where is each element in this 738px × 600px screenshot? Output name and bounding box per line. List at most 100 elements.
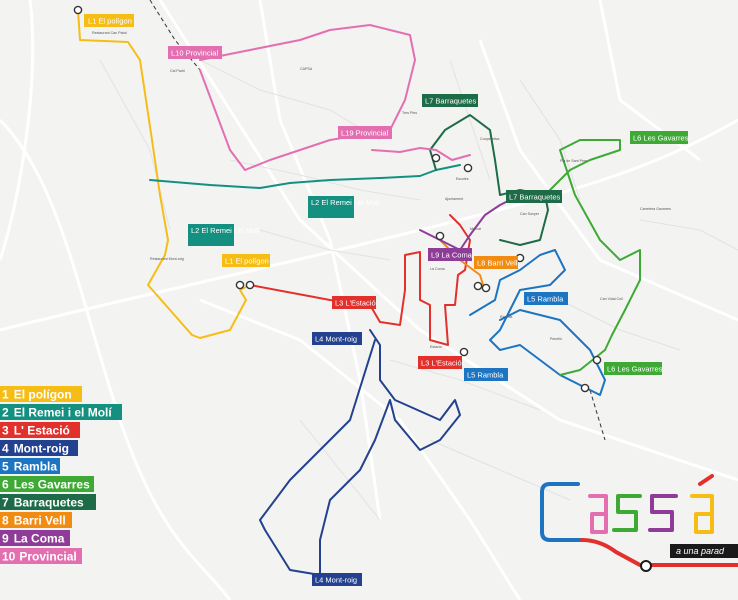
- route-line-L9: [419, 199, 511, 251]
- route-tags: L1 El polígon L1 El polígon L2 El Remei …: [84, 14, 689, 586]
- tag-L6-bottom: L6 Les Gavarres: [604, 362, 663, 375]
- tag-L7-mid: L7 Barraquetes: [506, 190, 562, 203]
- svg-text:Cooperativa: Cooperativa: [480, 137, 499, 141]
- stop-marker: [592, 355, 602, 365]
- svg-text:Pla de Sant Pere: Pla de Sant Pere: [560, 159, 587, 163]
- svg-text:Estació: Estació: [430, 345, 442, 349]
- route-line-L6: [539, 139, 641, 376]
- svg-text:Mercat: Mercat: [470, 227, 481, 231]
- svg-text:Pavelló: Pavelló: [550, 337, 562, 341]
- svg-text:L6 Les Gavarres: L6 Les Gavarres: [607, 365, 663, 374]
- tag-L3-bottom: L3 L'Estació: [418, 356, 462, 369]
- route-line-L5: [469, 249, 606, 396]
- stop-marker: [245, 280, 255, 290]
- svg-text:L6 Les Gavarres: L6 Les Gavarres: [633, 134, 689, 143]
- cassa-logo: a una parad: [540, 474, 738, 572]
- route-lines: [77, 9, 641, 576]
- stop-marker: [580, 383, 590, 393]
- svg-text:3L' Estació: 3L' Estació: [2, 424, 70, 438]
- svg-text:Escoles: Escoles: [456, 177, 469, 181]
- svg-text:9La Coma: 9La Coma: [2, 532, 65, 546]
- railway: [149, 0, 606, 441]
- svg-text:Cal Padrí: Cal Padrí: [170, 69, 185, 73]
- tag-L10-mid: L19 Provincial: [338, 126, 392, 139]
- svg-text:CAPSA: CAPSA: [300, 67, 313, 71]
- logo-accent: [698, 474, 714, 486]
- tag-L6-top: L6 Les Gavarres: [630, 131, 689, 144]
- svg-text:L5 Rambla: L5 Rambla: [467, 371, 504, 380]
- route-line-L4: [259, 329, 461, 576]
- stop-marker: [235, 280, 245, 290]
- tag-L1-mid: L1 El polígon: [222, 254, 270, 267]
- logo-letter-a2: [690, 494, 714, 534]
- route-line-L1: [77, 9, 251, 339]
- minor-streets: [99, 59, 738, 521]
- route-line-L2: [149, 164, 461, 189]
- svg-text:Tres Pins: Tres Pins: [402, 111, 417, 115]
- tag-L1-top: L1 El polígon: [84, 14, 134, 27]
- logo-underline: [580, 538, 738, 567]
- svg-text:L2 El Remei i el Molí: L2 El Remei i el Molí: [191, 226, 261, 235]
- svg-text:L1 El polígon: L1 El polígon: [225, 257, 269, 266]
- stops: [73, 5, 602, 393]
- stop-marker: [73, 5, 83, 15]
- svg-text:a una parad: a una parad: [676, 546, 725, 556]
- tag-L2-top: L2 El Remei i el Molí: [308, 196, 381, 218]
- logo-letter-s2: [648, 494, 678, 532]
- tag-L5-top: L5 Rambla: [524, 292, 568, 305]
- svg-text:Carretera Gavarres: Carretera Gavarres: [640, 207, 671, 211]
- route-line-L10: [199, 24, 416, 171]
- svg-text:Can Sunyer: Can Sunyer: [520, 212, 540, 216]
- svg-text:Restaurant Can Pistol: Restaurant Can Pistol: [92, 31, 127, 35]
- logo-letter-c: [540, 482, 584, 542]
- tag-L4-bottom: L4 Mont-roig: [312, 573, 362, 586]
- svg-text:L8 Barri Vell: L8 Barri Vell: [477, 259, 518, 268]
- street-labels: Restaurant Can Pistol Cal Padrí Restaura…: [92, 31, 671, 349]
- svg-text:L9 La Coma: L9 La Coma: [431, 251, 473, 260]
- stop-marker: [459, 347, 469, 357]
- svg-text:L7 Barraquetes: L7 Barraquetes: [425, 97, 477, 106]
- route-line-center: [371, 147, 471, 161]
- logo-stop-marker: [640, 560, 652, 572]
- tag-L5-bottom: L5 Rambla: [464, 368, 508, 381]
- svg-text:L4 Mont-roig: L4 Mont-roig: [315, 576, 357, 585]
- route-line-L3: [249, 214, 471, 346]
- svg-text:L5 Rambla: L5 Rambla: [527, 295, 564, 304]
- stop-marker: [473, 281, 483, 291]
- svg-text:Ajuntament: Ajuntament: [445, 197, 463, 201]
- tag-L7-top: L7 Barraquetes: [422, 94, 478, 107]
- tag-L4-top: L4 Mont-roig: [312, 332, 362, 345]
- svg-text:Restaurant Mont-roig: Restaurant Mont-roig: [150, 257, 184, 261]
- svg-text:L3 L'Estació: L3 L'Estació: [335, 299, 376, 308]
- stop-marker: [481, 283, 491, 293]
- svg-text:L10 Provincial: L10 Provincial: [171, 49, 218, 58]
- svg-text:L1 El polígon: L1 El polígon: [88, 17, 132, 26]
- tag-L8: L8 Barri Vell: [474, 256, 518, 269]
- svg-text:La Coma: La Coma: [430, 267, 445, 271]
- svg-text:L19 Provincial: L19 Provincial: [341, 129, 388, 138]
- logo-letter-a1: [588, 494, 608, 534]
- tag-L3-top: L3 L'Estació: [332, 296, 376, 309]
- logo-letter-s1: [612, 494, 642, 532]
- tag-L9: L9 La Coma: [428, 248, 473, 261]
- svg-text:L7 Barraquetes: L7 Barraquetes: [509, 193, 561, 202]
- svg-text:2El Remei i el Molí: 2El Remei i el Molí: [2, 406, 112, 420]
